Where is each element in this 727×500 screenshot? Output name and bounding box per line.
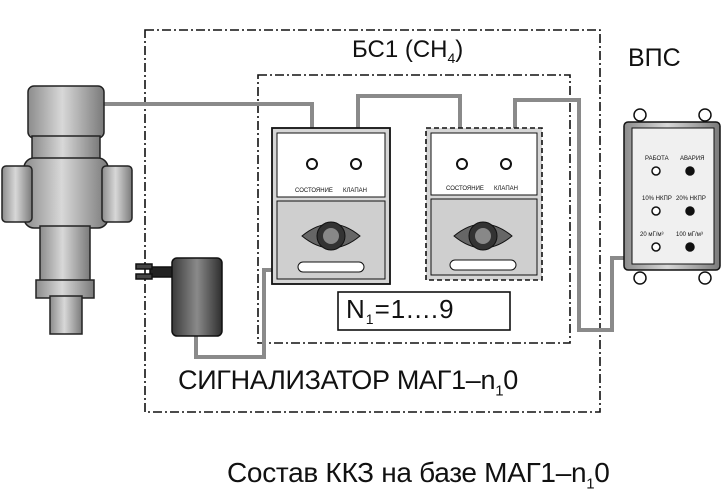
- solenoid-valve-icon: [1, 85, 133, 335]
- gas-sensor-unit-icon: [271, 127, 391, 285]
- valve-label: КЛАПАН: [494, 186, 519, 192]
- alarm-panel-icon: [623, 108, 721, 285]
- block-title: БС1 (CH4): [352, 36, 464, 66]
- power-adapter-icon: [135, 257, 223, 337]
- signalizer-label: СИГНАЛИЗАТОР МАГ1–n10: [178, 365, 518, 400]
- vps-indicator-label: 10% НКПР: [642, 196, 672, 202]
- cable-sensor-to-sensor: [356, 94, 462, 128]
- block-bc1-boundary: [257, 74, 571, 344]
- count-box: [337, 291, 511, 331]
- count-label: N1=1....9: [346, 294, 455, 328]
- cable-sensor-to-vps: [513, 98, 640, 332]
- cable-power: [194, 268, 272, 359]
- valve-label: КЛАПАН: [343, 188, 368, 194]
- valve-led: [500, 158, 512, 170]
- vps-indicator-label: 20% НКПР: [676, 196, 706, 202]
- figure-caption: Состав ККЗ на базе МАГ1–n10: [227, 457, 610, 493]
- state-label: СОСТОЯНИЕ: [446, 186, 484, 192]
- state-led: [306, 158, 318, 170]
- vps-indicator-label: РАБОТА: [645, 156, 669, 162]
- vps-indicator-label: 20 мГ/м³: [640, 232, 664, 238]
- vps-indicator-label: АВАРИЯ: [680, 156, 705, 162]
- state-label: СОСТОЯНИЕ: [295, 188, 333, 194]
- vps-indicator-label: 100 мГ/м³: [676, 232, 703, 238]
- valve-led: [350, 158, 362, 170]
- cables: [104, 94, 640, 359]
- state-led: [456, 158, 468, 170]
- gas-sensor-unit-icon: [425, 127, 543, 281]
- vps-label: ВПС: [628, 44, 681, 72]
- signalizer-boundary: [144, 29, 601, 413]
- cable-valve-to-sensor: [104, 102, 314, 128]
